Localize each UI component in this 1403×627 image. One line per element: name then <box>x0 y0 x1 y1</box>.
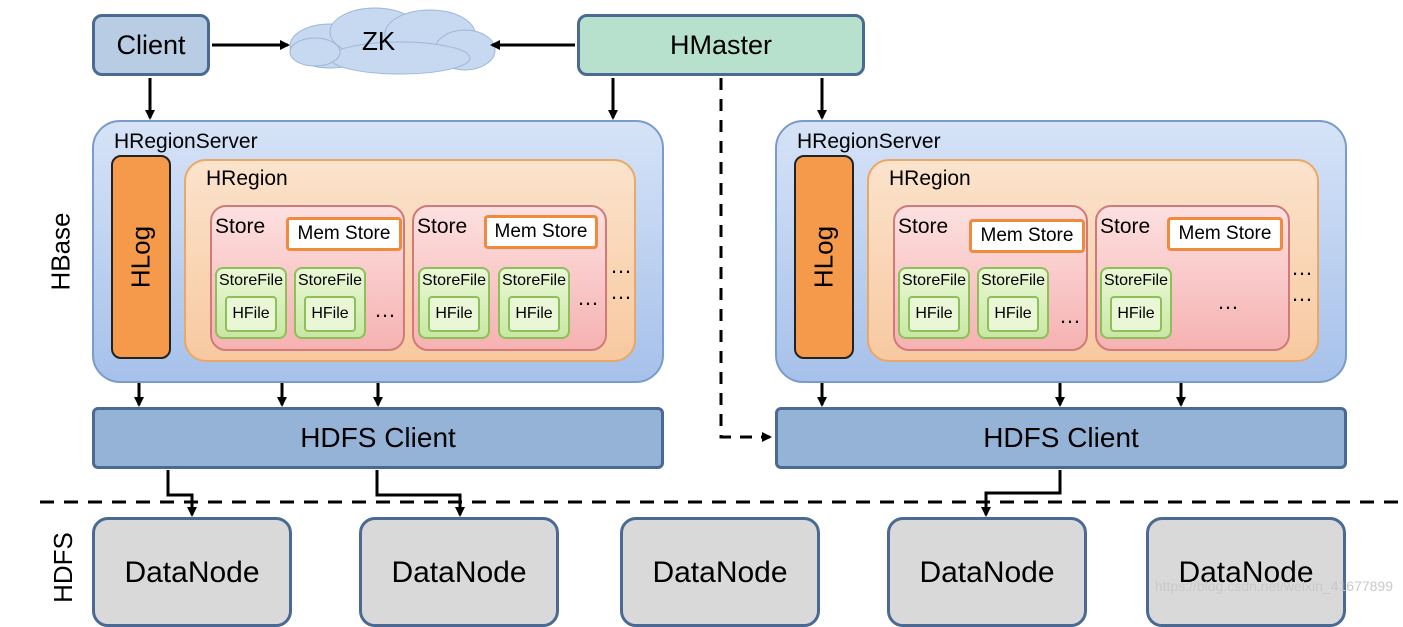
storefile-label: StoreFile <box>421 272 487 289</box>
storefile: StoreFile HFile <box>294 267 366 339</box>
storefile-label: StoreFile <box>501 272 567 289</box>
mem-store: Mem Store <box>484 215 598 249</box>
hregionserver-1: HRegionServer HLog HRegion Store Mem Sto… <box>92 120 664 383</box>
hfile: HFile <box>908 296 960 332</box>
client-node: Client <box>92 14 210 76</box>
hregionserver-2-label: HRegionServer <box>797 130 941 153</box>
mem-store: Mem Store <box>969 219 1085 253</box>
hdfs-side-label: HDFS <box>47 532 78 603</box>
storefile-label: StoreFile <box>297 272 363 289</box>
zk-cloud <box>289 7 496 75</box>
hdfs-client-1: HDFS Client <box>92 407 664 469</box>
hlog-1: HLog <box>111 155 171 359</box>
store-1a: Store Mem Store StoreFile HFile StoreFil… <box>210 205 405 351</box>
storefile-label: StoreFile <box>218 272 284 289</box>
hregion-1: HRegion Store Mem Store StoreFile HFile … <box>184 159 636 362</box>
datanode-5: DataNode <box>1146 517 1346 627</box>
storefile-label: StoreFile <box>901 272 967 289</box>
datanode-1: DataNode <box>92 517 292 627</box>
storefile: StoreFile HFile <box>898 267 970 339</box>
storefile: StoreFile HFile <box>498 267 570 339</box>
store-2b: Store Mem Store StoreFile HFile … <box>1095 205 1290 351</box>
storefile: StoreFile HFile <box>1100 267 1172 339</box>
storefile-label: StoreFile <box>980 272 1046 289</box>
store-1b: Store Mem Store StoreFile HFile StoreFil… <box>412 205 607 351</box>
datanode-2: DataNode <box>359 517 559 627</box>
storefile: StoreFile HFile <box>215 267 287 339</box>
watermark: https://blog.csdn.net/weixin_41677899 <box>1154 578 1393 594</box>
hfile: HFile <box>1110 296 1162 332</box>
storefile: StoreFile HFile <box>977 267 1049 339</box>
hregion-2: HRegion Store Mem Store StoreFile HFile … <box>867 159 1319 362</box>
more-storefiles: … <box>374 297 398 322</box>
datanode-4: DataNode <box>887 517 1087 627</box>
hbase-side-label: HBase <box>45 212 76 291</box>
more-stores: … … <box>1291 255 1315 306</box>
hregionserver-1-label: HRegionServer <box>114 130 258 153</box>
datanode-3: DataNode <box>620 517 820 627</box>
hfile: HFile <box>987 296 1039 332</box>
store-label: Store <box>1100 215 1151 238</box>
hfile: HFile <box>428 296 480 332</box>
storefile: StoreFile HFile <box>418 267 490 339</box>
hlog-1-label: HLog <box>125 225 156 289</box>
mem-store: Mem Store <box>1167 217 1283 251</box>
more-stores: … … <box>610 253 634 304</box>
mem-store: Mem Store <box>286 217 402 251</box>
more-storefiles: … <box>1059 303 1083 328</box>
store-label: Store <box>898 215 949 238</box>
store-label: Store <box>215 215 266 238</box>
hlog-2-label: HLog <box>808 225 839 289</box>
store-label: Store <box>417 215 468 238</box>
hfile: HFile <box>508 296 560 332</box>
hfile: HFile <box>304 296 356 332</box>
hdfs-client-2: HDFS Client <box>775 407 1347 469</box>
more-storefiles: … <box>1217 289 1241 314</box>
hregion-1-label: HRegion <box>206 167 288 190</box>
hregionserver-2: HRegionServer HLog HRegion Store Mem Sto… <box>775 120 1347 383</box>
hmaster-node: HMaster <box>577 14 865 76</box>
zk-label: ZK <box>362 26 396 56</box>
hlog-2: HLog <box>794 155 854 359</box>
hfile: HFile <box>225 296 277 332</box>
store-2a: Store Mem Store StoreFile HFile StoreFil… <box>893 205 1088 351</box>
storefile-label: StoreFile <box>1103 272 1169 289</box>
hregion-2-label: HRegion <box>889 167 971 190</box>
more-storefiles: … <box>577 285 601 310</box>
